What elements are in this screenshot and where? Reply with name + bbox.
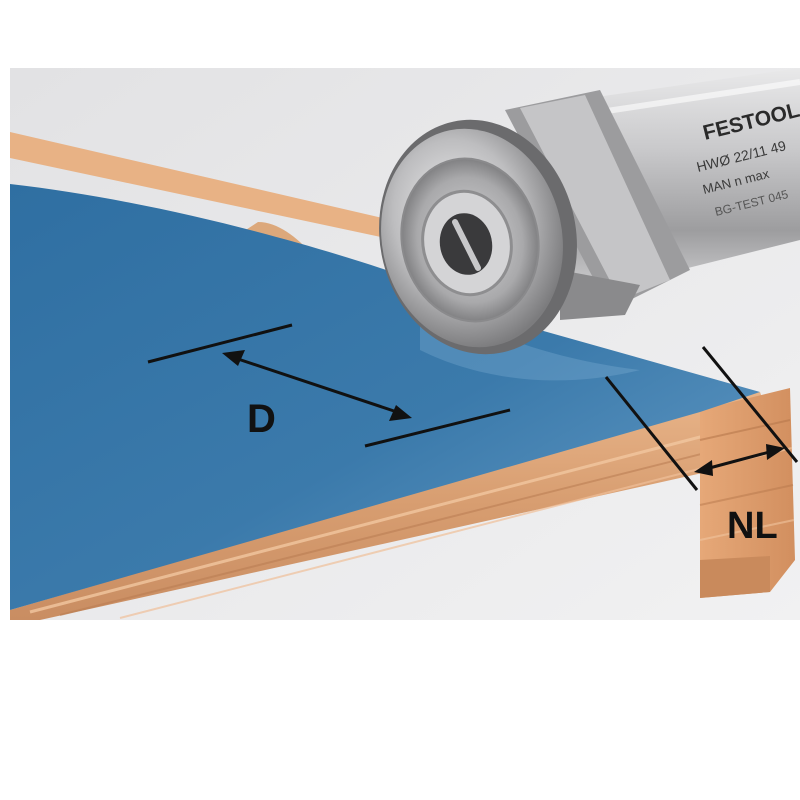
d-arrow-shaft <box>231 355 401 415</box>
nl-guide-line-right <box>701 346 799 463</box>
collar-highlight <box>520 95 670 300</box>
end-layer-3 <box>699 484 794 506</box>
nl-guide-line-left <box>604 376 699 491</box>
bolt-slot <box>452 219 481 271</box>
ply-layer-3 <box>119 451 766 619</box>
end-layer-4 <box>699 519 795 541</box>
laminate-surface <box>10 184 760 610</box>
d-arrowhead-end <box>389 405 412 421</box>
ply-layer-2 <box>59 437 766 616</box>
cutter-blade <box>560 270 640 320</box>
nl-arrowhead-end <box>766 444 785 460</box>
laminate-highlight <box>420 300 640 381</box>
board-underside <box>700 556 770 598</box>
board-front-face <box>10 392 770 620</box>
end-layer-1 <box>699 419 791 441</box>
d-guide-line-top <box>147 323 293 364</box>
board-end-block <box>700 388 795 598</box>
board-back-edge <box>10 132 400 240</box>
d-guide-line-bottom <box>364 408 511 448</box>
nl-arrowhead-start <box>694 460 713 476</box>
ply-layer-1 <box>29 418 766 614</box>
nl-label: NL <box>727 505 778 547</box>
d-label: D <box>247 397 276 441</box>
nl-arrow-shaft <box>701 448 778 472</box>
d-arrowhead-start <box>222 350 245 366</box>
